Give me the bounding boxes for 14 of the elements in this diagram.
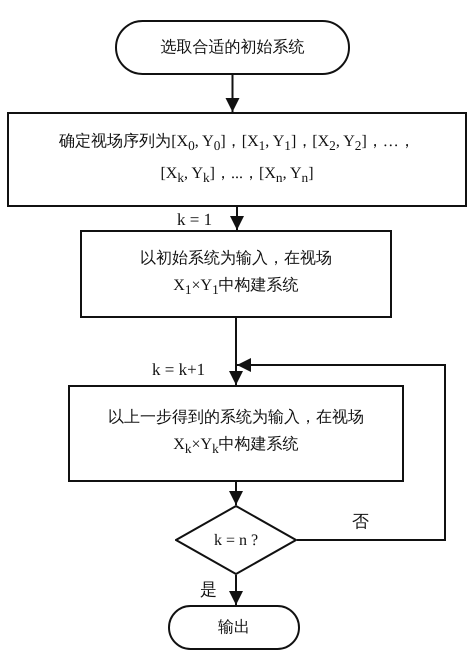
edge-label: 否 bbox=[350, 512, 371, 532]
arrow bbox=[230, 207, 244, 230]
arrow bbox=[229, 318, 243, 385]
arrow bbox=[226, 75, 240, 112]
start-terminal: 选取合适的初始系统 bbox=[115, 20, 350, 75]
process-box: 确定视场序列为[X$_{0}$, Y$_{0}$]，[X$_{1}$, Y$_{1}$]，[X$_{2}$, Y$_{2}$]，…，[X$_{k}$, Y$_{k}$]，...，[X$_{n}$, Y$_{n}$] bbox=[7, 112, 467, 207]
end-terminal: 输出 bbox=[168, 605, 300, 650]
edge-label: 是 bbox=[198, 580, 219, 600]
process-box: 以初始系统为输入，在视场X$_{1}$×Y$_{1}$中构建系统 bbox=[80, 230, 392, 318]
arrow bbox=[229, 482, 243, 505]
process-box: 以上一步得到的系统为输入，在视场X$_{k}$×Y$_{k}$中构建系统 bbox=[68, 385, 404, 482]
decision-diamond: k = n ? bbox=[175, 505, 297, 575]
arrow bbox=[237, 358, 446, 541]
arrow bbox=[229, 575, 243, 605]
